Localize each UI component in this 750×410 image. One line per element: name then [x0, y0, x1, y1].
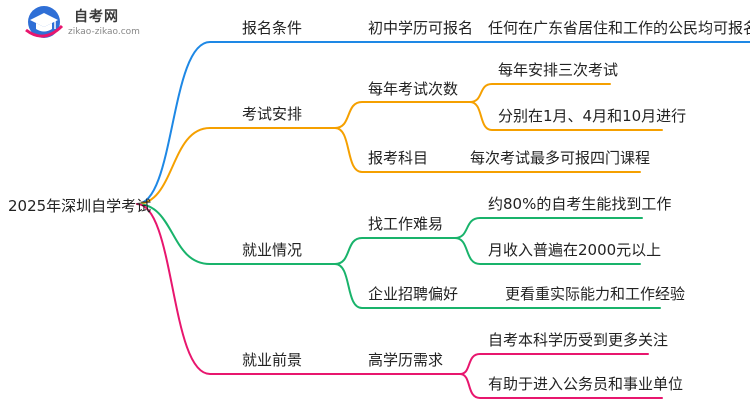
leaf-kaoshi-yuefen: 分别在1月、4月和10月进行: [498, 107, 687, 125]
link-root-jiuye: [136, 203, 336, 265]
leaf-benke-xueli: 自考本科学历受到更多关注: [488, 331, 669, 349]
leaf-simen-kecheng: 每次考试最多可报四门课程: [470, 149, 651, 167]
link-gaoxueli-leaf2: [459, 373, 663, 399]
link-root-qianjing: [136, 203, 336, 375]
link-kaoshi-cishu: [334, 101, 471, 129]
node-qiye-zhaopin: 企业招聘偏好: [368, 285, 459, 303]
logo-title: 自考网: [74, 9, 119, 25]
leaf-shiji-nengli: 更看重实际能力和工作经验: [505, 285, 686, 303]
node-chuzhong-xueli: 初中学历可报名: [368, 19, 474, 37]
link-zhao-leaf2: [454, 237, 641, 265]
leaf-yue-shouru: 月收入普遍在2000元以上: [488, 241, 662, 259]
branch-kaoshi-anpai: 考试安排: [242, 105, 303, 123]
leaf-guangdong-gongmin: 任何在广东省居住和工作的公民均可报名: [488, 19, 750, 37]
link-kaoshi-kemu: [334, 127, 461, 173]
graduation-cap-icon: [25, 6, 64, 38]
link-cishu-leaf2: [469, 101, 663, 131]
link-jiuye-zhao: [334, 237, 456, 265]
root-node: 2025年深圳自学考试: [8, 197, 152, 215]
link-zhao-leaf1: [454, 217, 643, 239]
node-baokao-kemu: 报考科目: [368, 149, 429, 167]
link-root-baoming: [136, 41, 341, 205]
branch-jiuye-qianjing: 就业前景: [242, 351, 303, 369]
leaf-sanci-kaoshi: 每年安排三次考试: [498, 61, 619, 79]
leaf-80-percent: 约80%的自考生能找到工作: [488, 195, 672, 213]
link-root-kaoshi: [136, 127, 336, 205]
link-gaoxueli-leaf1: [459, 353, 649, 375]
node-gao-xueli: 高学历需求: [368, 351, 444, 369]
branch-jiuye-qingkuang: 就业情况: [242, 241, 303, 259]
branch-baoming-tiaojian: 报名条件: [242, 19, 303, 37]
logo-subtitle: zikao-zikao.com: [68, 27, 140, 37]
leaf-gongwuyuan: 有助于进入公务员和事业单位: [488, 375, 684, 393]
node-zhao-gongzuo: 找工作难易: [368, 215, 444, 233]
site-logo: 自考网 zikao-zikao.com: [22, 4, 172, 44]
link-jiuye-qiye: [334, 263, 501, 309]
link-cishu-leaf1: [469, 83, 611, 103]
node-kaoshi-cishu: 每年考试次数: [368, 80, 459, 98]
